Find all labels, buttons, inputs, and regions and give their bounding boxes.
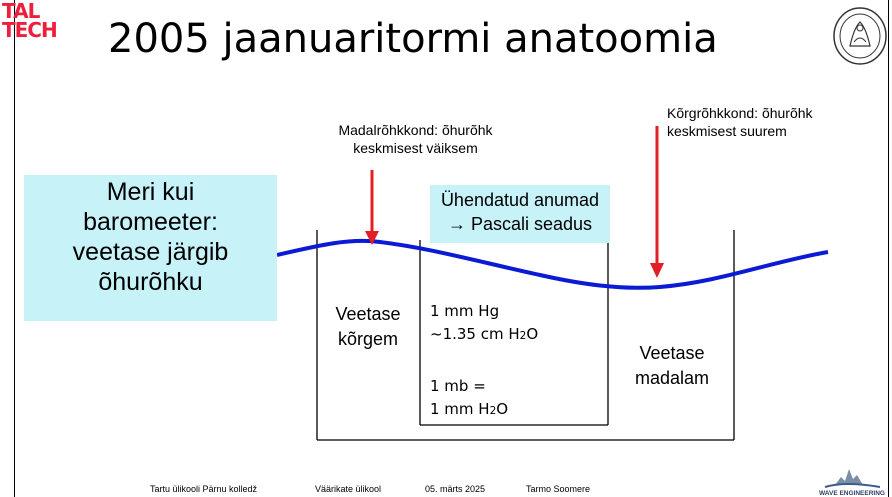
high-pressure-label: Kõrgrõhkkond: õhurõhk keskmisest suurem: [667, 104, 877, 140]
footer-author: Tarmo Soomere: [526, 484, 590, 494]
conversion-hg-line2: ~1.35 cm H2O: [430, 323, 538, 348]
level-higher-line1: Veetase: [318, 302, 418, 327]
barometer-line1: Meri kui: [24, 177, 277, 207]
vessels-line2: → Pascali seadus: [430, 212, 610, 236]
conversion-hg-suffix: O: [526, 325, 538, 343]
conversion-hg-prefix: ~1.35 cm H: [430, 325, 520, 343]
wave-engineering-logo-icon: WAVE ENGINEERING: [815, 463, 890, 497]
low-pressure-label-line2: keskmisest väiksem: [318, 139, 513, 157]
high-pressure-label-line2: keskmisest suurem: [667, 122, 877, 140]
high-pressure-label-line1: Kõrgrõhkkond: õhurõhk: [667, 104, 877, 122]
footer-date: 05. märts 2025: [425, 484, 485, 494]
level-lower-line2: madalam: [612, 366, 732, 391]
conversion-mb-line1: 1 mb =: [430, 375, 508, 398]
low-pressure-label: Madalrõhkkond: õhurõhk keskmisest väikse…: [318, 121, 513, 157]
conversion-hg: 1 mm Hg ~1.35 cm H2O: [430, 300, 538, 348]
low-pressure-label-line1: Madalrõhkkond: õhurõhk: [318, 121, 513, 139]
level-lower-label: Veetase madalam: [612, 341, 732, 391]
high-pressure-arrow: [650, 126, 664, 278]
vessels-line1: Ühendatud anumad: [430, 188, 610, 212]
barometer-line4: õhurõhku: [24, 267, 277, 297]
conversion-mb: 1 mb = 1 mm H2O: [430, 375, 508, 423]
vessels-text: Ühendatud anumad → Pascali seadus: [430, 188, 610, 236]
barometer-text: Meri kui baromeeter: veetase järgib õhur…: [24, 175, 277, 297]
conversion-hg-line1: 1 mm Hg: [430, 300, 538, 323]
conversion-mb-prefix: 1 mm H: [430, 400, 490, 418]
low-pressure-arrow: [365, 170, 379, 245]
level-lower-line1: Veetase: [612, 341, 732, 366]
footer-institution: Tartu ülikooli Pärnu kolledž: [150, 484, 257, 494]
conversion-mb-line2: 1 mm H2O: [430, 398, 508, 423]
barometer-line3: veetase järgib: [24, 237, 277, 267]
level-higher-line2: kõrgem: [318, 327, 418, 352]
barometer-line2: baromeeter:: [24, 207, 277, 237]
water-surface-wave: [277, 241, 828, 288]
wave-logo-text: WAVE ENGINEERING: [819, 490, 885, 497]
conversion-mb-suffix: O: [496, 400, 508, 418]
level-higher-label: Veetase kõrgem: [318, 302, 418, 352]
footer-event: Väärikate ülikool: [315, 484, 381, 494]
